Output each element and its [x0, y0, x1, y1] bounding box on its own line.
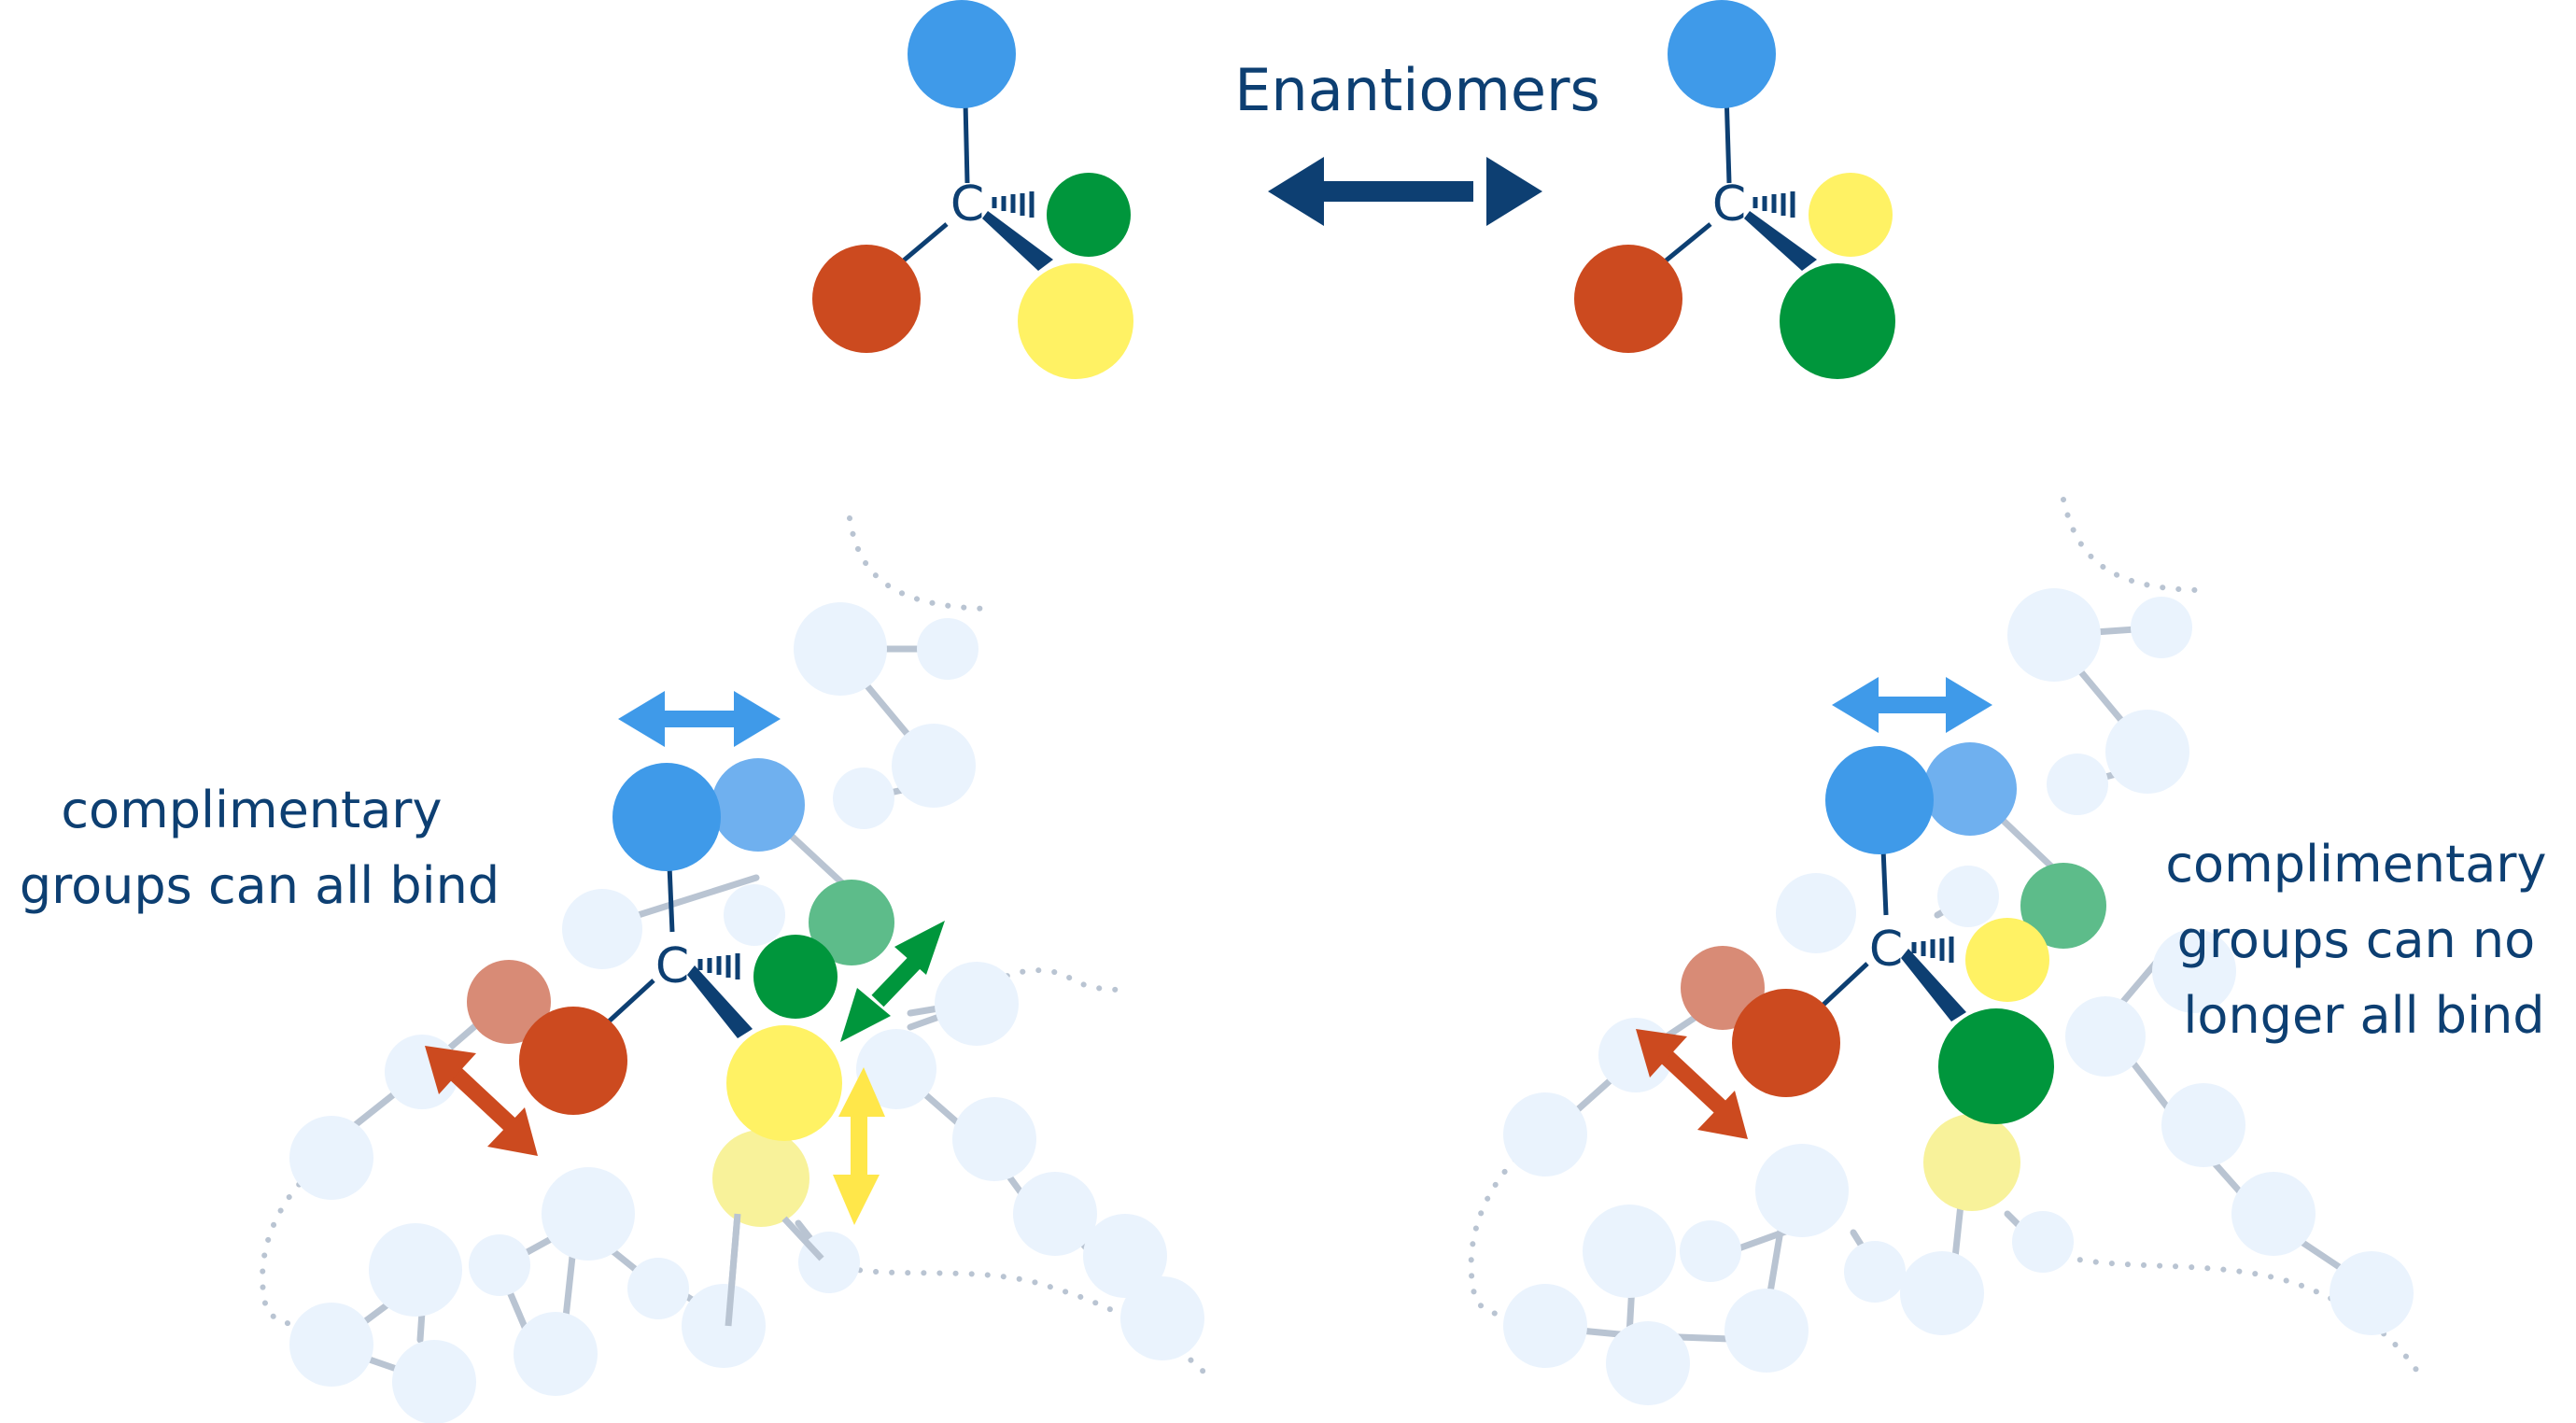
protein-chain-dotted [1468, 497, 2421, 1375]
atom-green [1047, 173, 1131, 257]
site-green [2020, 863, 2106, 949]
atom-green [753, 935, 838, 1019]
caption-left: complimentary groups can all bind [20, 781, 500, 915]
atom-yellow [726, 1025, 842, 1141]
molecule-right: C [1574, 0, 1895, 379]
protein-residues [289, 602, 1204, 1423]
arrow-red [425, 1046, 538, 1156]
atom-blue [1825, 746, 1934, 854]
enantiomer-pair: Enantiomers C [812, 0, 1895, 379]
arrow-blue [618, 691, 781, 747]
arrow-red [1636, 1029, 1748, 1139]
binding-site-left: C complimentary groups can all bind [20, 515, 1207, 1423]
atom-yellow [1018, 263, 1133, 379]
atom-green [1780, 263, 1895, 379]
atom-blue [1668, 0, 1776, 108]
caption-left-line-2: groups can all bind [20, 856, 500, 915]
enantiomer-double-arrow [1268, 157, 1542, 226]
site-red [1681, 946, 1765, 1030]
caption-right-line-3: longer all bind [2183, 986, 2544, 1045]
arrow-yellow [833, 1067, 885, 1225]
atom-red [1574, 245, 1682, 353]
carbon-label: C [950, 176, 984, 232]
atom-red [1732, 989, 1840, 1097]
carbon-label: C [1869, 922, 1903, 978]
bound-molecule-left: C [519, 763, 842, 1141]
caption-right: complimentary groups can no longer all b… [2165, 835, 2562, 1045]
atom-red [519, 1007, 627, 1115]
caption-left-line-1: complimentary [61, 781, 442, 839]
atom-blue [612, 763, 721, 871]
atom-yellow [1809, 173, 1893, 257]
atom-red [812, 245, 921, 353]
site-yellow [712, 1130, 809, 1227]
atom-yellow [1965, 918, 2049, 1002]
protein-residues [1503, 588, 2414, 1405]
caption-right-line-1: complimentary [2165, 835, 2546, 894]
arrow-green [840, 921, 945, 1042]
title-enantiomers: Enantiomers [1234, 56, 1600, 124]
arrow-blue [1832, 677, 1992, 733]
atom-blue [908, 0, 1016, 108]
caption-right-line-2: groups can no [2177, 910, 2536, 969]
bound-molecule-right: C [1732, 746, 2054, 1124]
carbon-label: C [655, 938, 689, 994]
site-green [809, 880, 894, 965]
carbon-label: C [1712, 176, 1746, 232]
site-blue [1923, 742, 2017, 836]
binding-site-right: C complimentary groups can no longer all… [1468, 497, 2562, 1405]
site-blue [711, 758, 805, 852]
site-yellow [1923, 1114, 2020, 1211]
molecule-left: C [812, 0, 1133, 379]
atom-green [1938, 1008, 2054, 1124]
site-red [467, 960, 551, 1044]
